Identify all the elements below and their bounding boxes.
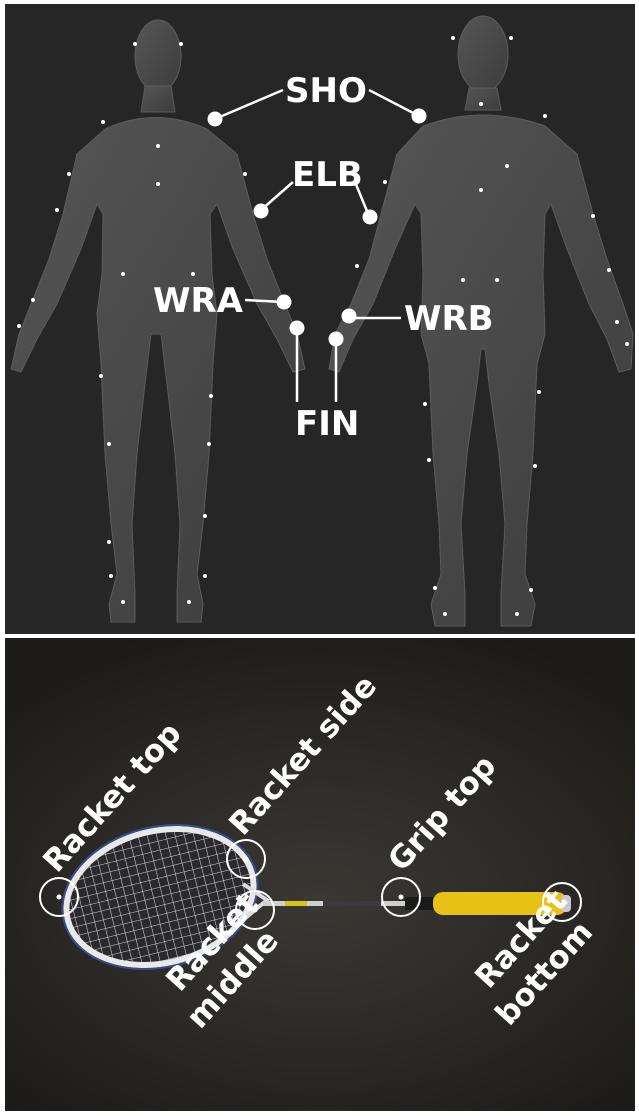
label-sho: SHO [285, 71, 367, 111]
wra-marker [277, 295, 292, 310]
fin-front-marker [290, 321, 305, 336]
label-racket-side: Racket side [222, 668, 384, 842]
label-elb: ELB [292, 155, 363, 195]
racket-diagram: Racket top Racket side Racket middle Gri… [5, 638, 635, 1111]
fin-back-marker [329, 332, 344, 347]
wrb-marker [342, 309, 357, 324]
body-marker-panel: SHO ELB WRA WRB FIN [5, 4, 635, 634]
label-wrb: WRB [404, 299, 494, 339]
racket-marker-panel: Racket top Racket side Racket middle Gri… [5, 638, 635, 1111]
label-wra: WRA [153, 281, 244, 321]
body-diagram: SHO ELB WRA WRB FIN [5, 4, 635, 634]
label-grip-top: Grip top [381, 748, 503, 878]
sho-back-leader [369, 90, 419, 116]
sho-front-leader [215, 90, 283, 119]
elb-back-marker [363, 210, 378, 225]
sho-front-marker [208, 112, 223, 127]
label-fin: FIN [295, 404, 359, 444]
sho-back-marker [412, 109, 427, 124]
front-body-figure [11, 20, 305, 622]
elb-front-marker [254, 204, 269, 219]
